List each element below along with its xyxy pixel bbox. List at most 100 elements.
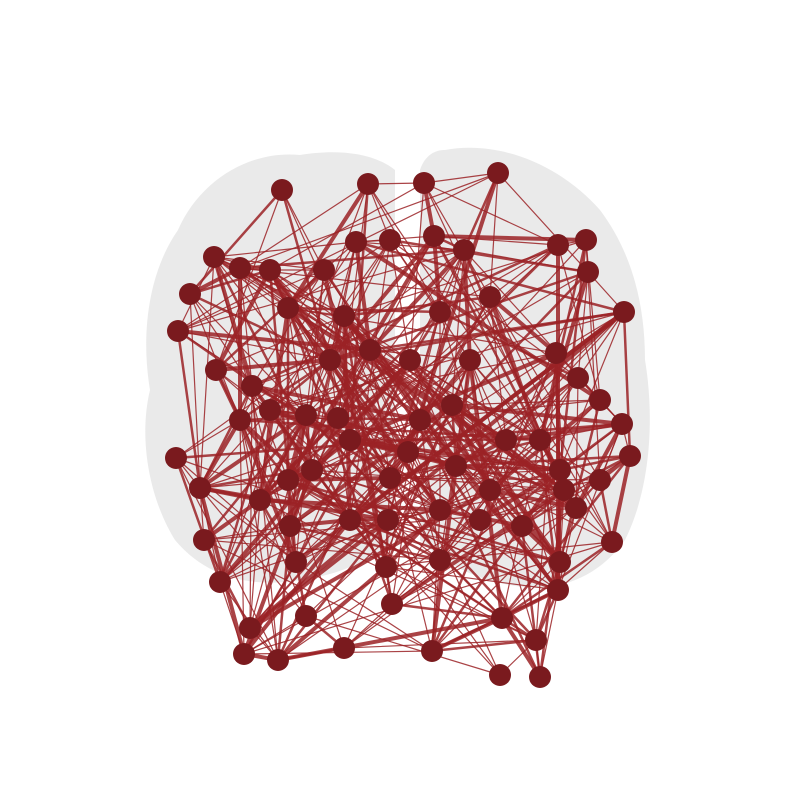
edge xyxy=(575,377,579,509)
node-n20 xyxy=(429,301,451,323)
edge xyxy=(188,188,284,296)
edge xyxy=(239,419,261,501)
edge xyxy=(534,560,562,642)
edge xyxy=(368,248,466,352)
edge xyxy=(328,234,436,362)
node-n70 xyxy=(339,509,361,531)
edge xyxy=(348,438,562,472)
edge xyxy=(198,418,242,490)
edge xyxy=(177,269,271,332)
node-n53 xyxy=(295,605,317,627)
node-n27 xyxy=(441,394,463,416)
edge xyxy=(463,249,589,273)
node-n67 xyxy=(409,409,431,431)
edge xyxy=(389,469,561,479)
edge xyxy=(239,172,499,269)
edge xyxy=(488,488,578,510)
edge xyxy=(219,525,291,583)
edge xyxy=(423,182,491,298)
edge xyxy=(385,566,559,591)
edge xyxy=(269,311,625,411)
edge xyxy=(239,419,279,661)
edge xyxy=(430,616,504,653)
node-n45 xyxy=(279,515,301,537)
edge xyxy=(276,565,388,662)
node-n41 xyxy=(193,529,215,551)
edge xyxy=(214,268,326,372)
node-n52 xyxy=(381,593,403,615)
node-n14 xyxy=(423,225,445,247)
node-n76 xyxy=(313,259,335,281)
node-n75 xyxy=(453,239,475,261)
edge xyxy=(238,358,332,422)
node-n61 xyxy=(489,664,511,686)
node-n54 xyxy=(239,617,261,639)
edge xyxy=(409,359,601,481)
edge xyxy=(177,172,499,332)
edge xyxy=(419,419,441,561)
edge xyxy=(384,358,472,569)
node-n57 xyxy=(333,637,355,659)
edge xyxy=(259,499,307,617)
edge xyxy=(368,348,508,442)
edge xyxy=(239,267,491,298)
edge xyxy=(188,268,272,296)
edge xyxy=(431,559,441,652)
edge xyxy=(286,234,436,482)
edge xyxy=(199,479,289,489)
node-n43 xyxy=(511,515,533,537)
node-n36 xyxy=(301,459,323,481)
edge xyxy=(479,399,601,521)
edge xyxy=(305,414,561,471)
node-n37 xyxy=(379,467,401,489)
edge xyxy=(349,359,471,441)
node-n50 xyxy=(549,551,571,573)
edge xyxy=(175,419,241,459)
edge xyxy=(243,519,481,655)
node-n63 xyxy=(359,339,381,361)
edge xyxy=(269,239,391,411)
node-n80 xyxy=(429,549,451,571)
node-n29 xyxy=(165,447,187,469)
edge xyxy=(387,519,561,563)
edge xyxy=(251,269,325,387)
node-n18 xyxy=(613,301,635,323)
node-n06 xyxy=(229,257,251,279)
edge xyxy=(539,589,559,678)
edge xyxy=(557,244,601,401)
edge xyxy=(489,489,559,591)
edge xyxy=(521,455,631,527)
edge xyxy=(329,241,357,361)
node-n79 xyxy=(589,469,611,491)
node-n69 xyxy=(469,509,491,531)
edge xyxy=(337,249,465,419)
edge xyxy=(304,358,412,417)
edge xyxy=(188,292,332,362)
edge xyxy=(610,454,632,544)
edge xyxy=(489,296,601,481)
edge xyxy=(343,239,391,317)
node-n30 xyxy=(189,477,211,499)
edge xyxy=(500,616,542,679)
edge xyxy=(213,241,357,258)
edge xyxy=(430,358,472,653)
edge xyxy=(249,499,261,629)
edge xyxy=(419,249,465,421)
node-n47 xyxy=(209,571,231,593)
edge xyxy=(469,359,561,471)
node-n25 xyxy=(295,404,317,426)
node-n62 xyxy=(529,666,551,688)
edge xyxy=(574,422,624,510)
edge xyxy=(557,541,613,591)
edge xyxy=(238,418,542,442)
node-n39 xyxy=(553,479,575,501)
node-n03 xyxy=(413,172,435,194)
edge xyxy=(462,248,472,362)
edge xyxy=(469,359,491,491)
edge xyxy=(407,451,441,561)
edge xyxy=(199,409,271,489)
edge xyxy=(349,439,481,521)
edge xyxy=(369,349,421,421)
edge xyxy=(215,315,345,371)
edge xyxy=(423,182,559,246)
